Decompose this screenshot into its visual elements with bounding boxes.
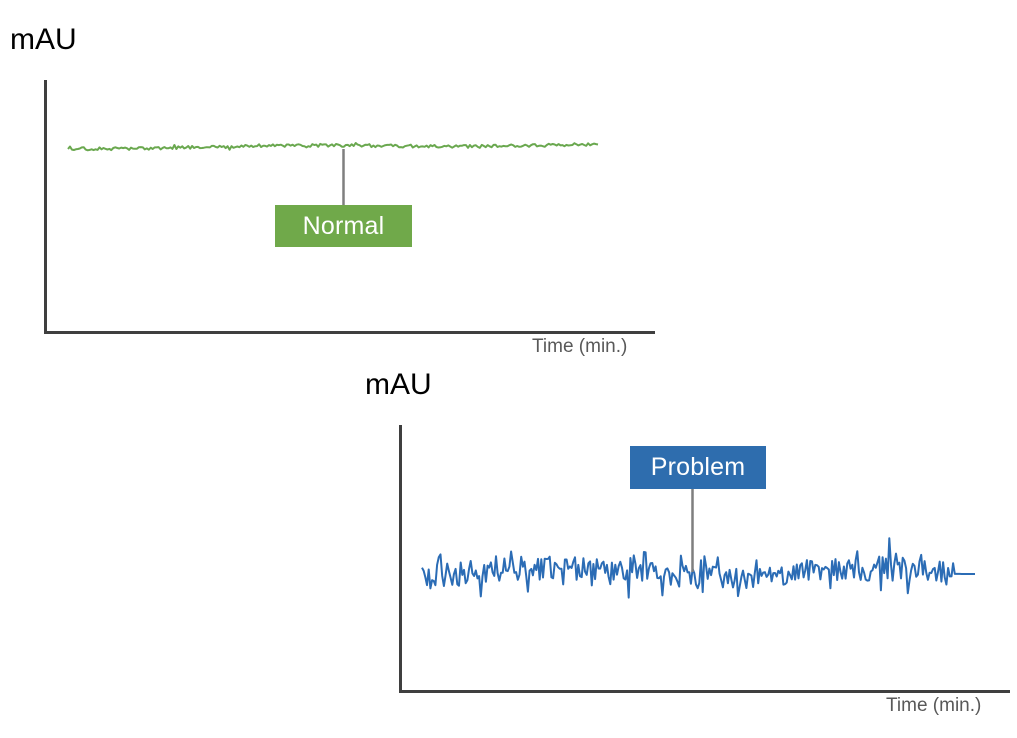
normal-callout-box: Normal: [275, 205, 412, 247]
normal-callout-label: Normal: [302, 211, 385, 240]
chart-normal-x-axis-label: Time (min.): [532, 336, 628, 357]
chart-normal-y-axis-label: mAU: [10, 23, 77, 56]
chart-problem-x-axis-label: Time (min.): [886, 695, 982, 716]
chart-normal: mAU Time (min.): [0, 0, 700, 370]
chart-problem-y-axis-label: mAU: [365, 368, 432, 401]
problem-callout-box: Problem: [630, 446, 766, 489]
problem-callout-label: Problem: [650, 453, 746, 481]
